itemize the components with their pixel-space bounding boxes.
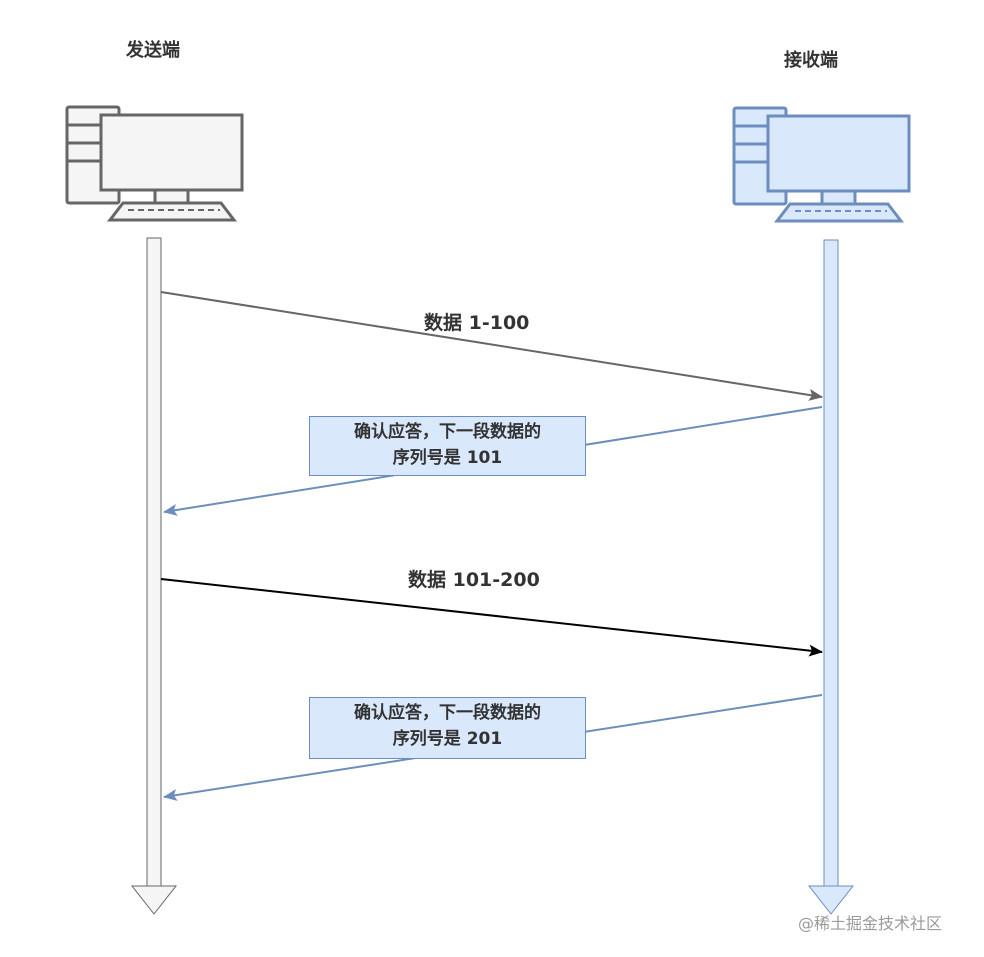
message-4-label-box: 确认应答，下一段数据的 序列号是 201 xyxy=(309,697,586,759)
message-1-label: 数据 1-100 xyxy=(424,312,530,334)
message-arrow-3 xyxy=(160,578,823,657)
message-2-label-box: 确认应答，下一段数据的 序列号是 101 xyxy=(309,416,586,476)
message-arrow-1 xyxy=(160,291,823,401)
sender-lifeline xyxy=(130,237,178,915)
message-3-label: 数据 101-200 xyxy=(408,569,540,591)
message-2-label-line2: 序列号是 101 xyxy=(392,448,503,468)
receiver-computer-icon xyxy=(732,106,911,223)
sender-title: 发送端 xyxy=(126,40,180,61)
sender-computer-icon xyxy=(65,105,244,222)
receiver-lifeline xyxy=(807,239,855,915)
message-4-label-line2: 序列号是 201 xyxy=(392,729,503,749)
watermark: @稀土掘金技术社区 xyxy=(798,914,943,933)
message-2-label-line1: 确认应答，下一段数据的 xyxy=(354,422,541,442)
receiver-title: 接收端 xyxy=(784,50,838,71)
message-4-label-line1: 确认应答，下一段数据的 xyxy=(354,703,541,723)
